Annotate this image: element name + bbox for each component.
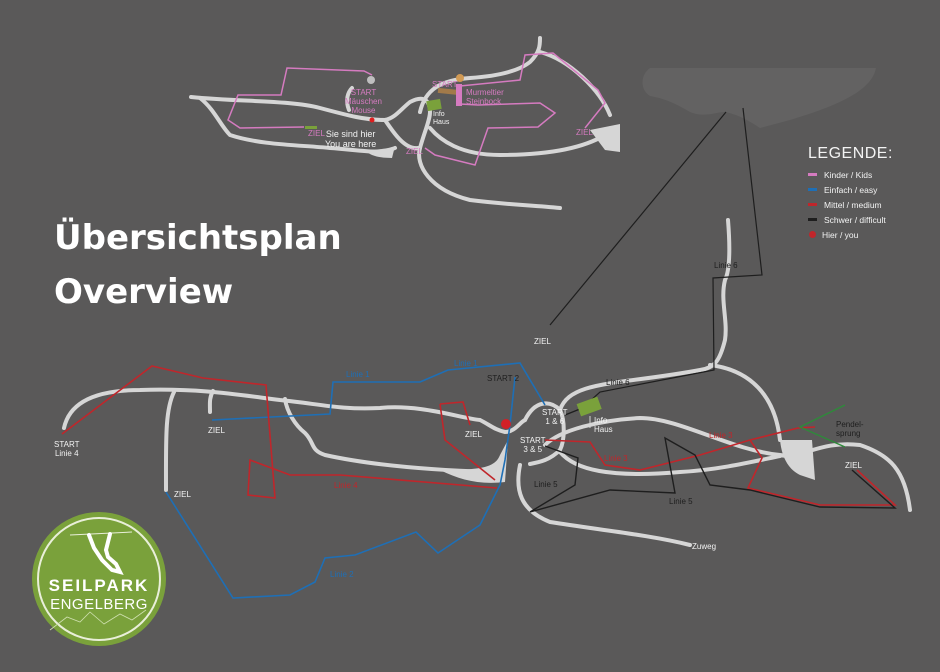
legend-label: Schwer / difficult <box>824 214 886 225</box>
route-pendelsprung <box>798 404 846 448</box>
route-linie-2 <box>165 376 516 599</box>
label-linie-1-b: Linie 1 <box>454 359 478 368</box>
label-info-kids: Info Haus <box>433 111 450 126</box>
kids-ziel-area <box>590 124 620 152</box>
legend-item-you: Hier / you <box>808 227 893 242</box>
label-linie-6-b: Linie 6 <box>606 378 630 387</box>
label-ziel-kids-right: ZIEL <box>576 128 593 137</box>
logo-ring <box>37 517 161 641</box>
label-linie-5-a: Linie 5 <box>534 480 558 489</box>
label-zuweg: Zuweg <box>692 542 717 551</box>
main-map-paths <box>62 218 912 547</box>
kids-ziel-marker <box>305 126 317 129</box>
label-info-main: Info Haus <box>594 416 613 434</box>
you-dot-icon <box>809 231 816 238</box>
start-sign <box>437 87 461 96</box>
legend-label: Hier / you <box>822 229 859 240</box>
title-german: Übersichtsplan <box>54 218 342 258</box>
label-ziel-4: ZIEL <box>534 337 551 346</box>
label-linie-6-a: Linie 6 <box>714 261 738 270</box>
difficult-swatch-icon <box>808 218 817 221</box>
label-start-1-6: START 1 & 6 <box>542 408 568 426</box>
main-ziel-area-right <box>780 440 815 480</box>
mouse-mascot-icon <box>367 76 375 84</box>
label-start-3-5: START 3 & 5 <box>520 436 546 454</box>
info-house-kids <box>426 98 442 112</box>
legend-item-easy: Einfach / easy <box>808 182 893 197</box>
legend-item-kids: Kinder / Kids <box>808 167 893 182</box>
info-house-main <box>576 396 602 417</box>
label-murmeltier: Murmeltier Steinbock <box>466 88 504 106</box>
label-start-linie-4: START Linie 4 <box>54 440 80 458</box>
medium-swatch-icon <box>808 203 817 206</box>
label-ziel-2: ZIEL <box>174 490 191 499</box>
label-ziel-3: ZIEL <box>465 430 482 439</box>
logo-text-seilpark: SEILPARK <box>48 576 150 595</box>
legend-title: LEGENDE: <box>808 145 893 162</box>
label-start-kids: START <box>432 80 458 89</box>
main-ziel-area-left <box>440 440 508 483</box>
label-ziel-1: ZIEL <box>208 426 225 435</box>
legend: LEGENDE: Kinder / Kids Einfach / easy Mi… <box>808 145 893 242</box>
label-ziel-5: ZIEL <box>845 461 862 470</box>
seilpark-logo: SEILPARK ENGELBERG <box>32 512 166 646</box>
route-linie-5 <box>529 436 897 513</box>
gondola-lines <box>549 107 763 411</box>
zipline-climber-icon <box>49 531 147 631</box>
mountain-area <box>642 68 876 128</box>
label-you-are-here: Sie sind hier You are here <box>325 129 377 149</box>
label-start-2: START 2 <box>487 374 520 383</box>
label-linie-3-b: Linie 3 <box>709 431 733 440</box>
label-linie-4: Linie 4 <box>334 481 358 490</box>
kids-routes <box>227 52 606 166</box>
title-english: Overview <box>54 272 234 312</box>
you-are-here-dot-kids <box>369 117 375 123</box>
legend-label: Mittel / medium <box>824 199 882 210</box>
label-pendelsprung: Pendel- sprung <box>836 420 864 438</box>
easy-swatch-icon <box>808 188 817 191</box>
legend-label: Kinder / Kids <box>824 169 873 180</box>
legend-item-medium: Mittel / medium <box>808 197 893 212</box>
you-are-here-dot <box>501 419 511 429</box>
label-linie-2: Linie 2 <box>330 570 354 579</box>
legend-label: Einfach / easy <box>824 184 878 195</box>
legend-item-difficult: Schwer / difficult <box>808 212 893 227</box>
kids-map-paths <box>189 36 612 210</box>
route-linie-4 <box>61 365 498 499</box>
logo-text-engelberg: ENGELBERG <box>50 596 148 613</box>
label-ziel-kids-left: ZIEL <box>308 129 325 138</box>
murmeltier-mascot-icon <box>456 74 464 82</box>
label-linie-5-b: Linie 5 <box>669 497 693 506</box>
kids-swatch-icon <box>808 173 817 176</box>
route-linie-1 <box>211 362 546 421</box>
label-linie-1-a: Linie 1 <box>346 370 370 379</box>
label-start-mouse: START Mäuschen Mouse <box>345 88 382 115</box>
kids-descent-area <box>365 146 395 158</box>
label-ziel-kids-mid: ZIEL <box>406 147 423 156</box>
label-linie-3-a: Linie 3 <box>604 454 628 463</box>
murmeltier-post <box>456 84 462 106</box>
